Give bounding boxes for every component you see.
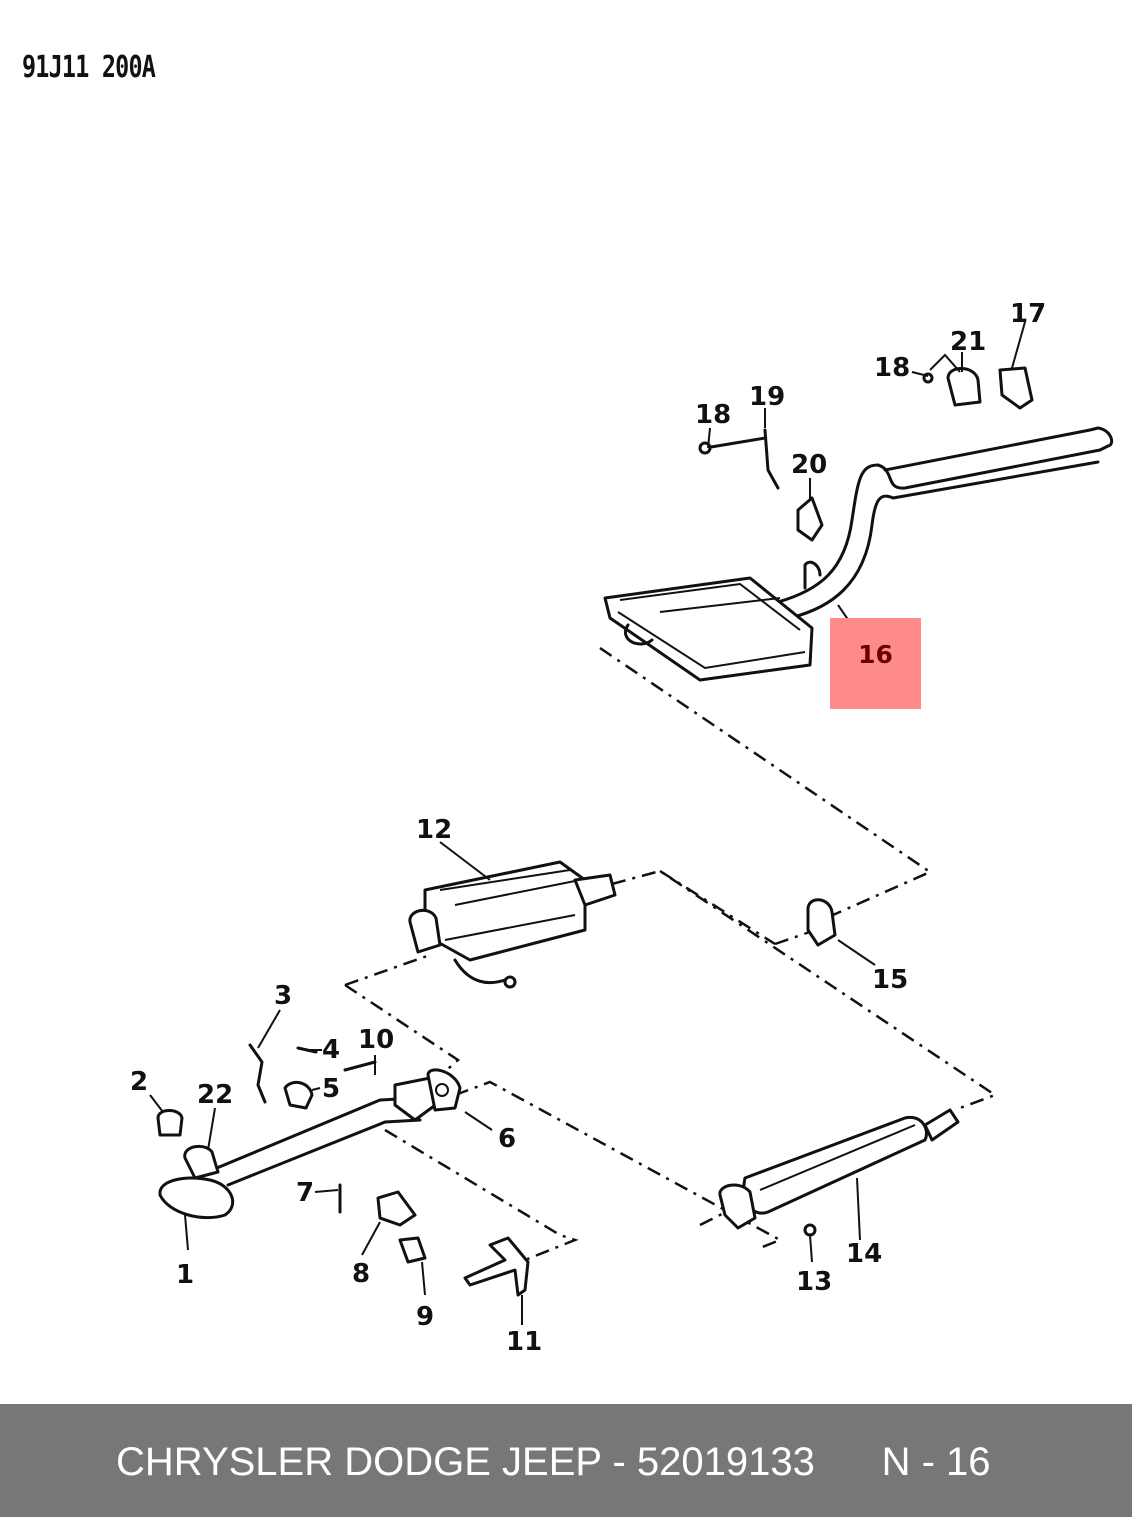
footer-brand: CHRYSLER DODGE JEEP bbox=[116, 1440, 602, 1484]
footer-part-number: 52019133 bbox=[636, 1440, 815, 1484]
footer-separator: - bbox=[612, 1440, 626, 1484]
callout-18-front: 18 bbox=[695, 400, 731, 430]
callout-20: 20 bbox=[791, 450, 827, 480]
callout-4: 4 bbox=[322, 1035, 340, 1065]
diagram-code: 91J11 200A bbox=[22, 50, 156, 85]
callout-2: 2 bbox=[130, 1067, 148, 1097]
resonator-14 bbox=[718, 1108, 960, 1237]
callout-12: 12 bbox=[416, 815, 452, 845]
callout-22: 22 bbox=[197, 1080, 233, 1110]
callout-9: 9 bbox=[416, 1302, 434, 1332]
callout-6: 6 bbox=[498, 1124, 516, 1154]
footer-caption: CHRYSLER DODGE JEEP - 52019133 N - 16 bbox=[116, 1440, 991, 1485]
callout-11: 11 bbox=[506, 1327, 542, 1357]
callout-3: 3 bbox=[274, 981, 292, 1011]
clamp-15 bbox=[806, 898, 837, 947]
footer-bar bbox=[0, 1404, 1132, 1517]
callout-18-rear: 18 bbox=[874, 353, 910, 383]
callout-1: 1 bbox=[176, 1260, 194, 1290]
callout-19: 19 bbox=[749, 382, 785, 412]
tailpipe-muffler-16 bbox=[603, 426, 1114, 682]
callout-8: 8 bbox=[352, 1259, 370, 1289]
callout-17: 17 bbox=[1010, 299, 1046, 329]
catalytic-converter-12 bbox=[408, 860, 617, 989]
callout-7: 7 bbox=[296, 1178, 314, 1208]
exhaust-diagram: 1 2 3 4 5 6 7 8 9 10 11 12 13 14 15 17 1… bbox=[130, 299, 1114, 1357]
leader-lines bbox=[149, 321, 1026, 1325]
hanger-17-21 bbox=[922, 353, 1034, 410]
hardware bbox=[156, 1043, 530, 1297]
footer-ref: N - 16 bbox=[881, 1440, 991, 1484]
flange-6 bbox=[426, 1068, 462, 1112]
callout-14: 14 bbox=[846, 1239, 882, 1269]
highlight-box-16 bbox=[830, 618, 921, 709]
callout-21: 21 bbox=[950, 327, 986, 357]
callout-13: 13 bbox=[796, 1267, 832, 1297]
hanger-18-19-20 bbox=[698, 428, 824, 542]
callout-15: 15 bbox=[872, 965, 908, 995]
callout-16: 16 bbox=[858, 640, 893, 669]
callout-5: 5 bbox=[322, 1074, 340, 1104]
callout-10: 10 bbox=[358, 1025, 394, 1055]
assembly-lines bbox=[344, 646, 998, 1264]
